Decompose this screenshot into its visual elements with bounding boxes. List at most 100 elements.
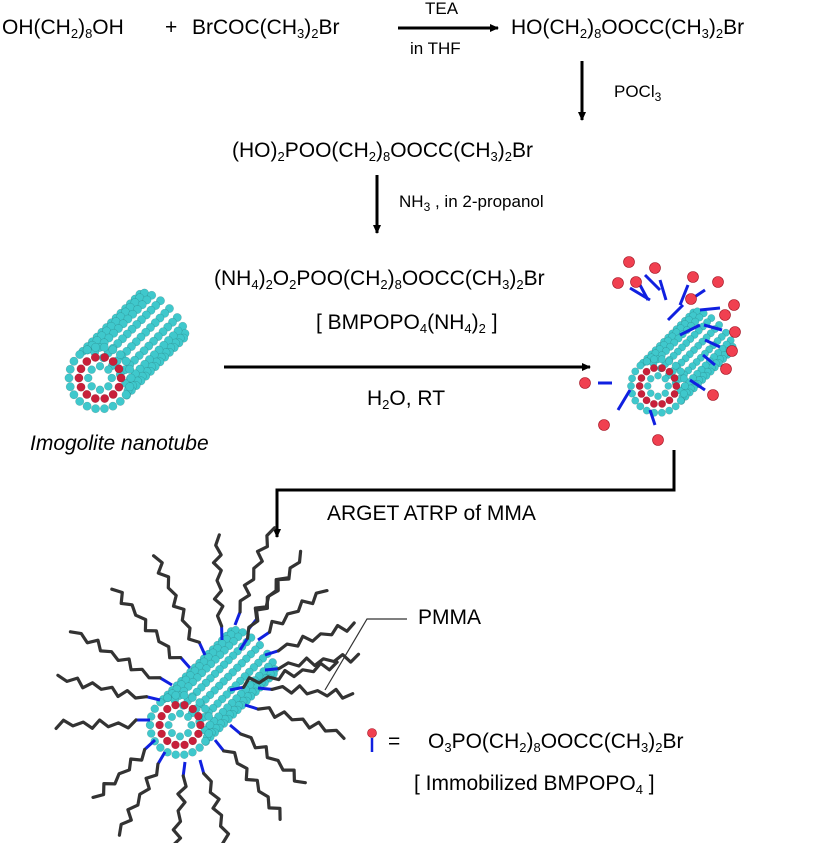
initiator-head <box>728 299 740 311</box>
atom <box>628 374 636 383</box>
atom <box>74 373 84 383</box>
atom <box>195 698 204 707</box>
linker-bond <box>159 676 173 687</box>
atom <box>665 406 674 415</box>
atom <box>121 356 131 366</box>
atom <box>670 390 679 398</box>
atom <box>90 394 100 403</box>
pmma-leader-line <box>324 618 407 691</box>
atom <box>104 365 113 374</box>
atom <box>658 364 666 373</box>
atom <box>82 401 92 411</box>
pmma-chain <box>68 630 162 680</box>
atom <box>115 397 125 406</box>
atom <box>627 382 635 390</box>
atom <box>201 704 210 713</box>
initiator-pin-icon <box>367 728 377 752</box>
atom <box>171 691 180 700</box>
linker-bond <box>679 323 701 337</box>
atom <box>642 367 651 376</box>
pmma-chain <box>277 652 361 671</box>
reactant-diol: OH(CH2)8OH <box>2 16 124 41</box>
atom <box>672 382 681 390</box>
atom <box>100 342 109 352</box>
legend-equals: = <box>388 730 401 753</box>
atom <box>637 374 646 382</box>
atom <box>65 364 75 374</box>
pmma-chain <box>171 774 188 843</box>
plus-sign: + <box>165 16 178 39</box>
atom <box>175 709 184 718</box>
linker-bond <box>229 723 242 736</box>
atom <box>204 712 213 721</box>
linker-bond <box>702 353 716 367</box>
atom <box>184 712 193 721</box>
pmma-chain <box>91 747 147 799</box>
linker-bond <box>233 611 242 626</box>
initiator-head <box>649 262 661 274</box>
linker-bond <box>257 630 271 642</box>
atom <box>167 729 176 738</box>
atom <box>661 389 669 397</box>
pmma-chain <box>222 749 282 821</box>
atom <box>75 350 85 359</box>
pmma-chain <box>56 673 149 700</box>
conditions-step5: ARGET ATRP of MMA <box>327 502 536 525</box>
atom <box>126 373 136 383</box>
atom <box>661 375 669 383</box>
atom <box>636 402 645 411</box>
atom <box>205 720 215 730</box>
atom <box>658 399 666 408</box>
atom <box>680 389 688 398</box>
legend-name: [ Immobilized BMPOPO4 ] <box>414 772 655 797</box>
atom <box>642 357 651 366</box>
atom <box>125 364 135 374</box>
atom <box>188 748 197 757</box>
atom <box>121 390 131 400</box>
atom <box>100 394 110 403</box>
atom <box>195 743 204 752</box>
atom <box>637 390 646 398</box>
atom <box>100 353 110 362</box>
linker-bond <box>616 389 632 411</box>
atom <box>108 345 118 355</box>
atom <box>665 367 674 376</box>
pmma-chain <box>238 526 277 614</box>
functionalized-nanotube-image <box>579 256 741 446</box>
pmma-grafted-nanotube-image <box>54 526 361 843</box>
atom <box>171 700 180 710</box>
atom <box>647 389 655 397</box>
pmma-chain <box>276 621 356 653</box>
atom <box>180 700 189 710</box>
reagent-nh3: NH3 , in 2-propanol <box>399 192 544 214</box>
atom <box>115 350 125 359</box>
atom <box>95 385 105 394</box>
linker-bond <box>238 637 249 651</box>
initiator-head <box>652 434 664 446</box>
atom <box>631 367 640 376</box>
atom <box>650 364 658 373</box>
pmma-label: PMMA <box>418 606 481 629</box>
pmma-chain <box>270 684 355 700</box>
atom <box>654 392 662 400</box>
atom <box>194 711 203 721</box>
atom <box>87 382 96 391</box>
atom <box>163 704 172 714</box>
initiator-head <box>726 345 738 357</box>
atom <box>167 712 176 721</box>
initiator-head <box>719 309 731 321</box>
atom <box>644 382 652 390</box>
atom <box>671 361 680 370</box>
atom <box>100 404 109 414</box>
legend-formula: O3PO(CH2)8OOCC(CH3)2Br <box>428 730 684 755</box>
linker-bond <box>156 751 167 765</box>
atom <box>188 693 197 702</box>
atom <box>150 704 159 713</box>
atom <box>664 382 672 390</box>
atom <box>187 721 196 730</box>
atom <box>188 736 197 746</box>
product-abbrev: [ BMPOPO4(NH4)2 ] <box>316 311 498 336</box>
atom <box>676 367 685 376</box>
atom <box>180 750 189 759</box>
